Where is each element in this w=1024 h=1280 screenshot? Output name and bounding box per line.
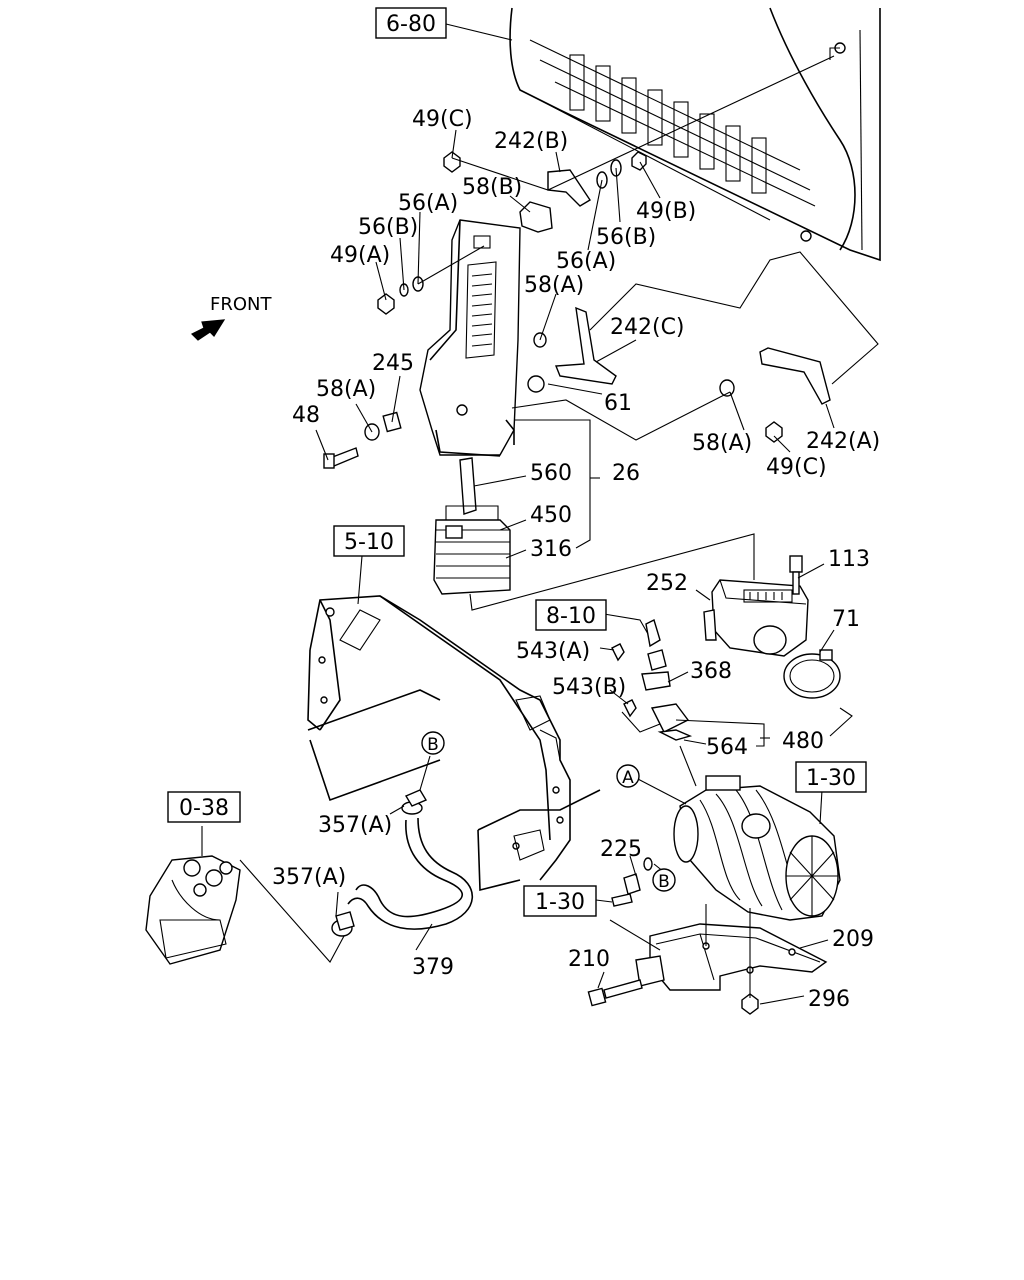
air-cleaner-body (673, 775, 841, 921)
sensor-parts (611, 619, 693, 741)
label-316: 316 (530, 537, 572, 562)
ref-box-8-10[interactable]: 8-10 (535, 599, 607, 631)
frame-structure (307, 595, 601, 892)
bracket-242a (759, 347, 831, 405)
label-368: 368 (690, 659, 732, 684)
clip-225 (611, 857, 653, 907)
label-543a: 543(A) (516, 639, 590, 664)
air-cleaner-housing (703, 579, 809, 657)
circle-marker-b-hose: B (421, 731, 445, 755)
label-242b: 242(B) (494, 129, 568, 154)
label-357a-top: 357(A) (318, 813, 392, 838)
label-71: 71 (832, 607, 860, 632)
part-labels: 49(C) 242(B) 58(B) 56(A) 56(B) 49(A) 49(… (272, 107, 880, 1012)
cab-panel-ribs (569, 54, 767, 194)
bracket-242b (547, 169, 591, 207)
label-225: 225 (600, 837, 642, 862)
clips-357 (335, 789, 428, 931)
label-58a-right: 58(A) (692, 431, 752, 456)
label-450: 450 (530, 503, 572, 528)
ref-box-1-30-left[interactable]: 1-30 (523, 885, 597, 917)
front-label: FRONT (210, 294, 272, 315)
ref-label-0-38: 0-38 (179, 796, 229, 821)
label-48: 48 (292, 403, 320, 428)
label-26: 26 (612, 461, 640, 486)
label-543b: 543(B) (552, 675, 626, 700)
duct-vent-slats (471, 273, 493, 347)
bellows-assembly (433, 457, 511, 595)
bolt-113 (789, 555, 803, 595)
circle-marker-a-label: A (622, 768, 634, 788)
label-560: 560 (530, 461, 572, 486)
circle-marker-a: A (616, 764, 640, 788)
label-49b: 49(B) (636, 199, 696, 224)
label-113: 113 (828, 547, 870, 572)
label-296: 296 (808, 987, 850, 1012)
label-357a-bottom: 357(A) (272, 865, 346, 890)
circle-marker-b-cleaner-label: B (658, 872, 670, 892)
leader-lines (201, 23, 879, 1005)
label-245: 245 (372, 351, 414, 376)
label-480: 480 (782, 729, 824, 754)
label-49a: 49(A) (330, 243, 390, 268)
base-bracket-209 (635, 923, 828, 991)
ref-label-8-10: 8-10 (546, 604, 596, 629)
label-56a-top: 56(A) (398, 191, 458, 216)
fasteners-top (323, 151, 783, 469)
ref-label-6-80: 6-80 (386, 12, 436, 37)
ref-box-0-38[interactable]: 0-38 (167, 791, 241, 823)
cleaner-end-fins (785, 835, 839, 917)
label-379: 379 (412, 955, 454, 980)
label-58a-left: 58(A) (316, 377, 376, 402)
cab-panel (509, 7, 881, 262)
label-49c-right: 49(C) (766, 455, 827, 480)
mount-58b (519, 201, 553, 233)
label-242c: 242(C) (610, 315, 685, 340)
label-252: 252 (646, 571, 688, 596)
intake-duct (419, 219, 521, 457)
label-56b-right: 56(B) (596, 225, 656, 250)
ref-box-5-10[interactable]: 5-10 (333, 525, 405, 557)
clamp-71 (783, 649, 841, 699)
label-58a-mid: 58(A) (524, 273, 584, 298)
front-arrow-icon (190, 319, 226, 341)
bracket-242c (554, 306, 617, 385)
label-56a-right: 56(A) (556, 249, 616, 274)
ref-label-1-30-right: 1-30 (806, 766, 856, 791)
bolt-210 (587, 979, 643, 1007)
circle-marker-b-hose-label: B (427, 735, 439, 755)
ref-label-1-30-left: 1-30 (535, 890, 585, 915)
label-564: 564 (706, 735, 748, 760)
label-61: 61 (604, 391, 632, 416)
ref-box-1-30-right[interactable]: 1-30 (795, 761, 867, 793)
label-209: 209 (832, 927, 874, 952)
label-56b-left: 56(B) (358, 215, 418, 240)
label-210: 210 (568, 947, 610, 972)
ref-box-6-80[interactable]: 6-80 (375, 7, 447, 39)
circle-marker-b-cleaner: B (652, 868, 676, 892)
label-58b: 58(B) (462, 175, 522, 200)
master-cylinder (145, 855, 241, 965)
label-49c-top: 49(C) (412, 107, 473, 132)
label-242a: 242(A) (806, 429, 880, 454)
ref-label-5-10: 5-10 (344, 530, 394, 555)
